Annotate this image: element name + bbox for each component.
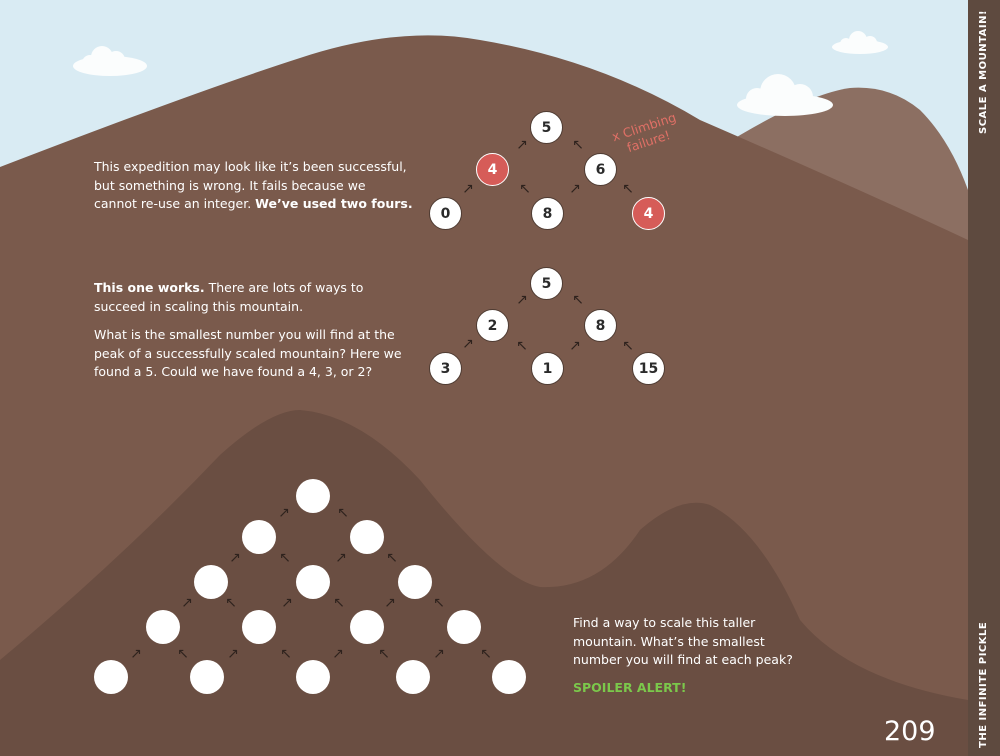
up-left-arrow-icon: ↖ — [378, 646, 390, 662]
empty-node — [447, 610, 481, 644]
section3-text: Find a way to scale this taller mountain… — [573, 615, 793, 667]
section2-question: What is the smallest number you will fin… — [94, 327, 402, 379]
up-right-arrow-icon: ↗ — [569, 338, 581, 354]
cloud-icon — [832, 31, 888, 54]
up-right-arrow-icon: ↗ — [433, 646, 445, 662]
up-left-arrow-icon: ↖ — [622, 338, 634, 354]
failed-node: 4 — [476, 153, 509, 186]
page-number: 209 — [884, 716, 936, 747]
peak-node: 5 — [530, 267, 563, 300]
up-right-arrow-icon: ↗ — [462, 336, 474, 352]
up-right-arrow-icon: ↗ — [130, 646, 142, 662]
up-left-arrow-icon: ↖ — [280, 646, 292, 662]
up-right-arrow-icon: ↗ — [229, 550, 241, 566]
up-left-arrow-icon: ↖ — [433, 595, 445, 611]
section-title: SCALE A MOUNTAIN! — [978, 9, 989, 134]
up-left-arrow-icon: ↖ — [386, 550, 398, 566]
empty-node — [296, 479, 330, 513]
up-right-arrow-icon: ↗ — [181, 595, 193, 611]
sidebar: SCALE A MOUNTAIN! THE INFINITE PICKLE — [968, 0, 1000, 756]
base-node: 8 — [531, 197, 564, 230]
node: 6 — [584, 153, 617, 186]
failed-node: 4 — [632, 197, 665, 230]
up-right-arrow-icon: ↗ — [278, 505, 290, 521]
up-right-arrow-icon: ↗ — [384, 595, 396, 611]
empty-node — [398, 565, 432, 599]
section2-intro: This one works. There are lots of ways t… — [94, 280, 364, 314]
book-title: THE INFINITE PICKLE — [978, 621, 989, 748]
empty-node — [94, 660, 128, 694]
empty-node — [242, 520, 276, 554]
up-left-arrow-icon: ↖ — [519, 181, 531, 197]
up-right-arrow-icon: ↗ — [462, 181, 474, 197]
base-node: 0 — [429, 197, 462, 230]
cloud-icon — [737, 74, 833, 116]
empty-node — [350, 610, 384, 644]
up-left-arrow-icon: ↖ — [572, 137, 584, 153]
up-left-arrow-icon: ↖ — [337, 505, 349, 521]
up-left-arrow-icon: ↖ — [177, 646, 189, 662]
empty-node — [296, 660, 330, 694]
empty-node — [396, 660, 430, 694]
up-right-arrow-icon: ↗ — [569, 181, 581, 197]
peak-node: 5 — [530, 111, 563, 144]
up-left-arrow-icon: ↖ — [279, 550, 291, 566]
empty-node — [492, 660, 526, 694]
up-right-arrow-icon: ↗ — [281, 595, 293, 611]
spoiler-alert-link[interactable]: SPOILER ALERT! — [573, 680, 687, 695]
base-node: 15 — [632, 352, 665, 385]
up-left-arrow-icon: ↖ — [225, 595, 237, 611]
node: 8 — [584, 309, 617, 342]
section1-text: This expedition may look like it’s been … — [94, 159, 413, 211]
empty-node — [194, 565, 228, 599]
cloud-icon — [73, 46, 147, 76]
empty-node — [146, 610, 180, 644]
up-left-arrow-icon: ↖ — [333, 595, 345, 611]
up-right-arrow-icon: ↗ — [516, 137, 528, 153]
base-node: 1 — [531, 352, 564, 385]
base-node: 3 — [429, 352, 462, 385]
up-right-arrow-icon: ↗ — [227, 646, 239, 662]
up-right-arrow-icon: ↗ — [516, 292, 528, 308]
up-right-arrow-icon: ↗ — [332, 646, 344, 662]
empty-node — [190, 660, 224, 694]
up-left-arrow-icon: ↖ — [480, 646, 492, 662]
node: 2 — [476, 309, 509, 342]
empty-node — [242, 610, 276, 644]
empty-node — [296, 565, 330, 599]
up-right-arrow-icon: ↗ — [335, 550, 347, 566]
up-left-arrow-icon: ↖ — [516, 338, 528, 354]
empty-node — [350, 520, 384, 554]
up-left-arrow-icon: ↖ — [572, 292, 584, 308]
up-left-arrow-icon: ↖ — [622, 181, 634, 197]
